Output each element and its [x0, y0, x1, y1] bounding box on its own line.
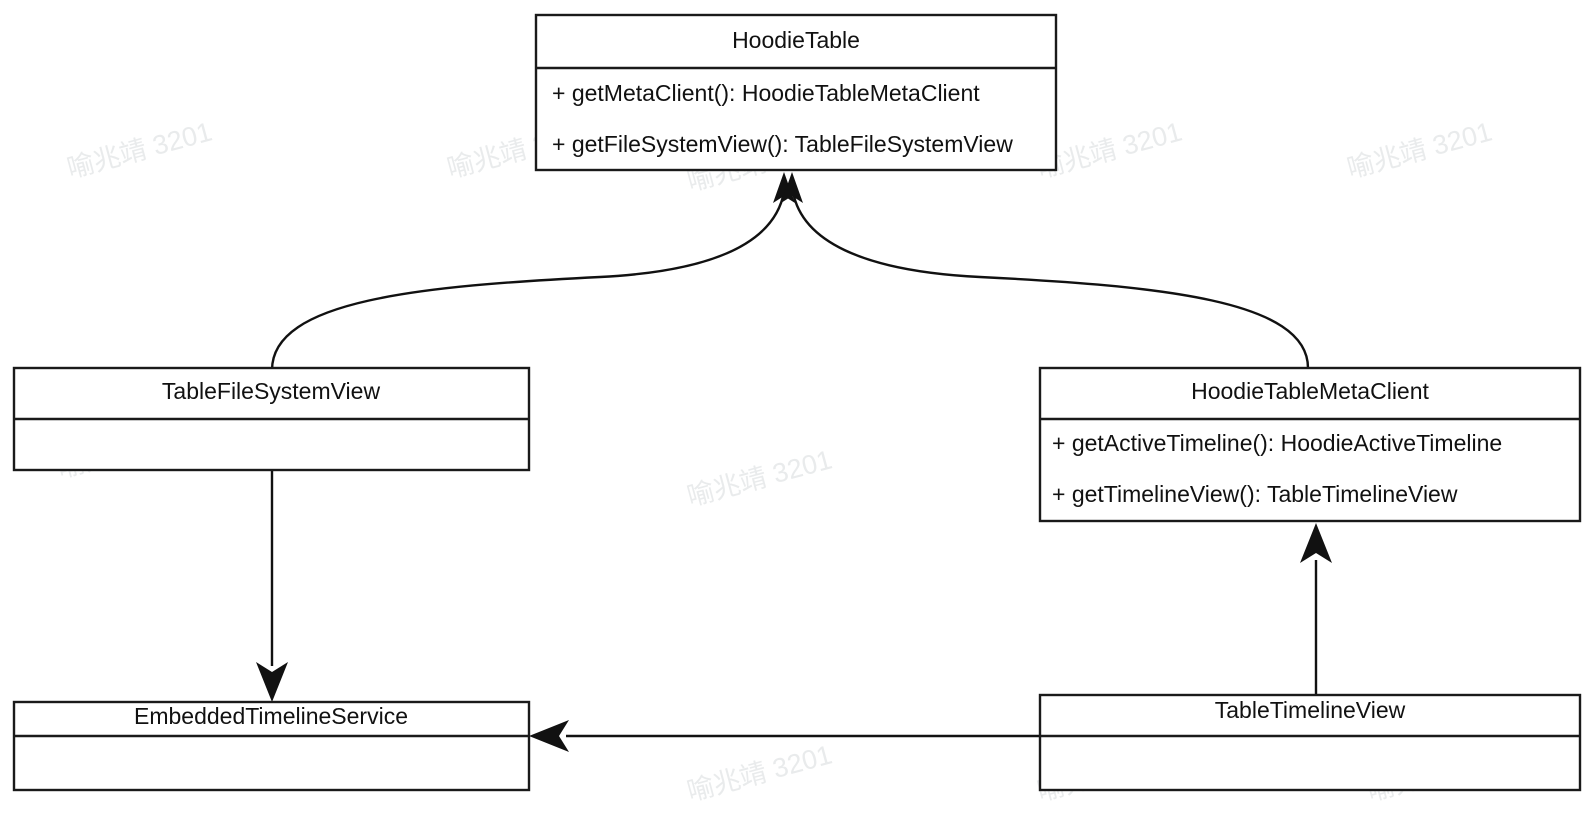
class-box-outline [1038, 693, 1582, 792]
class-box-table-file-system-view[interactable]: TableFileSystemView [12, 366, 531, 472]
class-title: HoodieTable [732, 27, 860, 53]
arrow-head-icon [529, 720, 569, 752]
class-box-outline [1038, 366, 1582, 523]
edge-path [270, 191, 786, 371]
class-box-hoodie-table-meta-client[interactable]: HoodieTableMetaClient + getActiveTimelin… [1038, 366, 1582, 523]
arrow-head-icon [256, 662, 288, 702]
class-box-outline [12, 700, 531, 792]
relationship-layer [256, 172, 1332, 752]
watermark-text: 喻兆靖 3201 [684, 739, 835, 806]
class-box-hoodie-table[interactable]: HoodieTable + getMetaClient(): HoodieTab… [534, 13, 1058, 172]
class-title: TableFileSystemView [162, 378, 381, 404]
watermark-text: 喻兆靖 3201 [684, 444, 835, 511]
class-box-outline [534, 13, 1058, 172]
watermark-text: 喻兆靖 3201 [1344, 116, 1495, 183]
relationship-tabletimelineview-to-embeddedtimelineservice [529, 720, 1050, 752]
class-member: + getMetaClient(): HoodieTableMetaClient [552, 80, 980, 106]
class-member: + getFileSystemView(): TableFileSystemVi… [552, 131, 1013, 157]
class-member: + getTimelineView(): TableTimelineView [1052, 481, 1458, 507]
arrow-head-icon [1300, 523, 1332, 563]
class-title: EmbeddedTimelineService [134, 703, 408, 729]
relationship-tablefilesystemview-to-hoodietable [270, 172, 795, 371]
edge-path [791, 191, 1310, 369]
class-title: TableTimelineView [1215, 697, 1406, 723]
arrow-head-icon [781, 172, 803, 203]
relationship-tabletimelineview-to-hoodietablemetaclient [1300, 523, 1332, 695]
class-title: HoodieTableMetaClient [1191, 378, 1429, 404]
relationship-tablefilesystemview-to-embeddedtimelineservice [256, 470, 288, 702]
class-box-table-timeline-view[interactable]: TableTimelineView [1038, 693, 1582, 792]
watermark-text: 喻兆靖 3201 [64, 116, 215, 183]
class-box-embedded-timeline-service[interactable]: EmbeddedTimelineService [12, 700, 531, 792]
class-member: + getActiveTimeline(): HoodieActiveTimel… [1052, 430, 1502, 456]
relationship-hoodietablemetaclient-to-hoodietable [781, 172, 1310, 369]
